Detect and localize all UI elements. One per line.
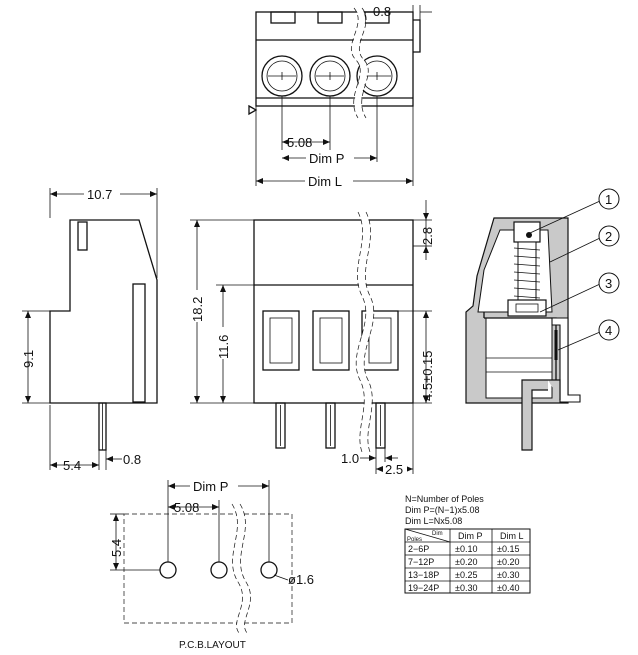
section-view: 1 2 3 4 (465, 188, 620, 451)
dim-p-top: Dim P (309, 151, 344, 166)
table-cell: ±0.40 (497, 583, 519, 593)
svg-text:2: 2 (605, 229, 612, 244)
table-cell: ±0.25 (455, 570, 477, 580)
dim-p-pcb: Dim P (193, 479, 228, 494)
table-cell: ±0.20 (455, 557, 477, 567)
table-cell: ±0.30 (497, 570, 519, 580)
table-cell: 19−24P (408, 583, 439, 593)
dim-2-8: 2.8 (420, 227, 435, 245)
pcb-layout: Dim P 5.08 5.4 ø1.6 P.C.B.LAYOUT (109, 479, 314, 651)
dim-hole-diameter: ø1.6 (288, 572, 314, 587)
dim-5-4-side: 5.4 (63, 458, 81, 473)
table-cell: ±0.15 (497, 544, 519, 554)
table-cell: ±0.20 (497, 557, 519, 567)
dim-4-5: 4.5±0.15 (420, 350, 435, 401)
svg-text:3: 3 (605, 276, 612, 291)
pcb-caption: P.C.B.LAYOUT (179, 640, 246, 651)
table-cell: ±0.30 (455, 583, 477, 593)
callout-1: 1 (598, 188, 620, 210)
note-line-3: Dim L=Nx5.08 (405, 516, 462, 526)
dim-5-4-pcb: 5.4 (109, 539, 124, 557)
dim-10-7: 10.7 (87, 187, 112, 202)
top-view: 0.8 5.08 Dim P Dim L (248, 4, 432, 189)
table-header-dim-p: Dim P (458, 531, 483, 541)
svg-text:4: 4 (605, 323, 612, 338)
dim-0-8-top: 0.8 (373, 4, 391, 19)
side-view: 10.7 9.1 5.4 0.8 (21, 187, 158, 473)
dim-0-8-side: 0.8 (123, 452, 141, 467)
front-view: 18.2 11.6 2.8 4.5±0.15 1.0 2.5 (190, 200, 435, 477)
dim-9-1: 9.1 (21, 350, 36, 368)
dim-l-top: Dim L (308, 174, 342, 189)
dim-11-6: 11.6 (216, 335, 231, 359)
table-corner-poles: Poles (407, 537, 422, 543)
notes: N=Number of Poles Dim P=(N−1)x5.08 Dim L… (405, 494, 484, 526)
dim-pitch-pcb: 5.08 (174, 500, 199, 515)
dim-pitch-top: 5.08 (287, 135, 312, 150)
callout-4: 4 (598, 319, 620, 341)
screw-head-1 (261, 55, 303, 97)
dim-2-5: 2.5 (385, 462, 403, 477)
svg-text:1: 1 (605, 192, 612, 207)
note-line-1: N=Number of Poles (405, 494, 484, 504)
table-corner-dim: Dim (432, 531, 443, 537)
table-cell: ±0.10 (455, 544, 477, 554)
callout-2: 2 (598, 225, 620, 247)
callout-3: 3 (598, 272, 620, 294)
table-cell: 7−12P (408, 557, 434, 567)
table-header-dim-l: Dim L (500, 531, 524, 541)
table-cell: 2−6P (408, 544, 429, 554)
table-cell: 13−18P (408, 570, 439, 580)
note-line-2: Dim P=(N−1)x5.08 (405, 505, 480, 515)
dim-18-2: 18.2 (190, 297, 205, 322)
screw-head-2 (309, 55, 351, 97)
tolerance-table: Dim Poles Dim P Dim L 2−6P ±0.10 ±0.15 7… (404, 528, 531, 594)
dim-1-0: 1.0 (341, 451, 359, 466)
